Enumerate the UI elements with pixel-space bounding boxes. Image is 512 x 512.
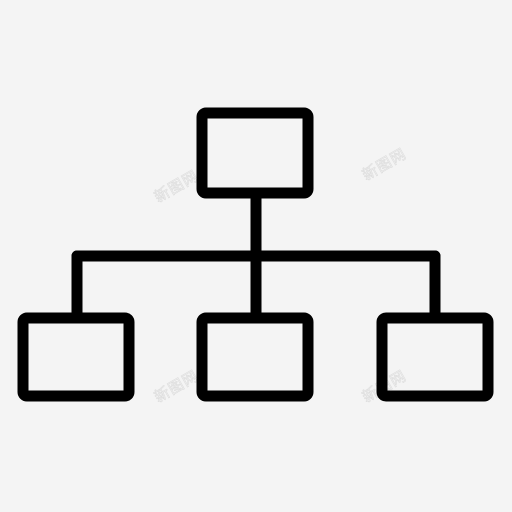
watermark-stamp: 新图网	[151, 167, 202, 207]
watermark-stamp: 新图网	[151, 367, 202, 407]
center-child-box	[196, 312, 314, 402]
top-node-box	[196, 107, 314, 199]
watermark-stamp: 新图网	[359, 145, 410, 185]
right-child-box	[376, 312, 494, 402]
hierarchy-lines	[17, 107, 494, 402]
left-child-box	[17, 312, 135, 402]
watermark-group: 新图网 新图网 新图网 新图网	[151, 144, 410, 407]
